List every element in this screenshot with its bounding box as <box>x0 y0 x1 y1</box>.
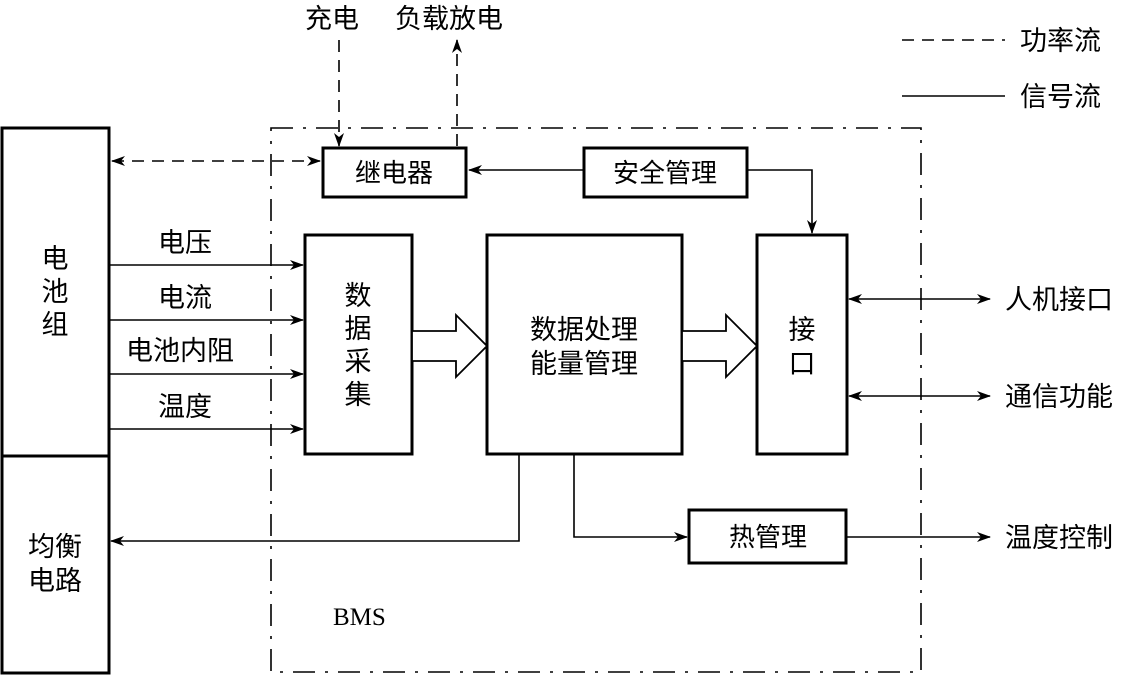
interface-label-2: 口 <box>789 349 816 380</box>
temperature-label: 温度 <box>158 392 212 423</box>
battery-pack-block <box>0 126 111 458</box>
safety-mgmt-label: 安全管理 <box>613 159 717 189</box>
data-acquisition-label-4: 集 <box>345 380 372 411</box>
relay-label: 继电器 <box>355 159 433 189</box>
legend-power-flow: 功率流 <box>1020 26 1101 57</box>
processing-label-1: 数据处理 <box>530 315 638 346</box>
label-load-discharge: 负载放电 <box>395 4 503 35</box>
data-acquisition-label-1: 数 <box>345 281 372 312</box>
hmi-label: 人机接口 <box>1005 285 1113 316</box>
balance-circuit-block <box>0 454 111 675</box>
balance-circuit-label-1: 均衡 <box>28 532 82 563</box>
processing-to-balance-arrow <box>110 454 520 546</box>
label-charge: 充电 <box>305 4 359 35</box>
temp-control-label: 温度控制 <box>1005 523 1113 554</box>
safety-to-interface-arrow <box>747 169 817 234</box>
battery-pack-label-2: 池 <box>42 277 69 308</box>
bms-label: BMS <box>333 604 386 631</box>
resistance-label: 电池内阻 <box>126 336 234 367</box>
current-label: 电流 <box>158 283 212 314</box>
interface-label-1: 接 <box>789 315 816 346</box>
data-acquisition-label-2: 据 <box>345 314 372 345</box>
battery-pack-label-3: 组 <box>42 310 69 341</box>
interface-block <box>755 233 849 456</box>
battery-pack-label-1: 电 <box>42 244 69 275</box>
processing-to-thermal-arrow <box>573 454 688 542</box>
processing-to-interface-block-arrow <box>681 312 759 380</box>
relay-block <box>321 146 468 199</box>
data-acquisition-label-3: 采 <box>345 347 372 378</box>
acq-to-processing-block-arrow <box>411 312 489 380</box>
comm-label: 通信功能 <box>1005 382 1113 413</box>
balance-circuit-label-2: 电路 <box>28 566 82 597</box>
legend: 功率流 信号流 <box>902 26 1101 113</box>
safety-mgmt-block <box>582 146 749 199</box>
thermal-mgmt-label: 热管理 <box>729 523 807 553</box>
legend-signal-flow: 信号流 <box>1020 82 1101 113</box>
processing-block <box>485 233 684 456</box>
processing-label-2: 能量管理 <box>530 349 638 380</box>
voltage-label: 电压 <box>158 228 212 259</box>
data-acquisition-block <box>303 233 414 456</box>
